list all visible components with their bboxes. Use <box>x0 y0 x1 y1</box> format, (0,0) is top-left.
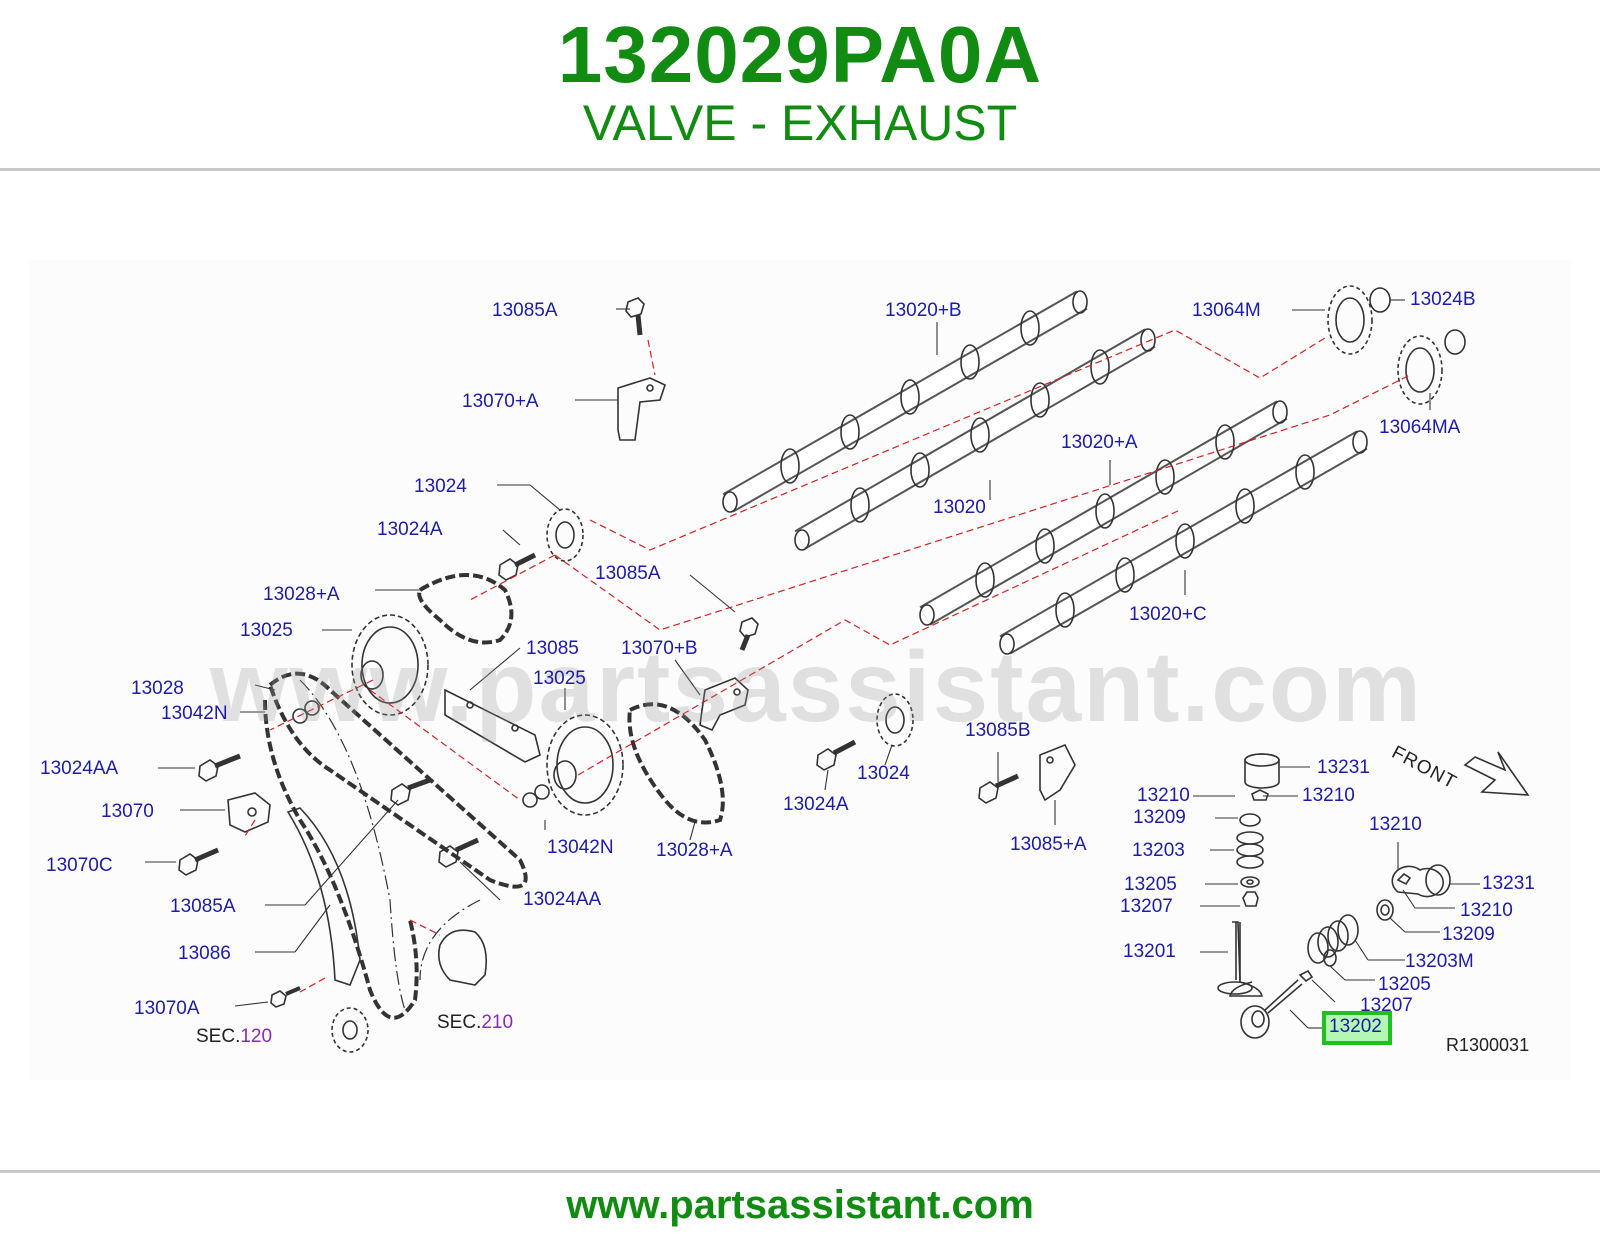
tensioner-sec210 <box>437 929 488 986</box>
camshaft-13020 <box>794 328 1156 551</box>
part-label-13020[interactable]: 13020 <box>933 497 986 518</box>
tensioner-13070-plus-a <box>617 377 666 441</box>
part-label-13201[interactable]: 13201 <box>1123 941 1176 962</box>
part-label-13070a-plus[interactable]: 13070+A <box>462 391 539 412</box>
section-ref-210[interactable]: SEC.210 <box>437 1012 514 1033</box>
part-label-13028[interactable]: 13028 <box>131 678 184 699</box>
part-label-13085[interactable]: 13085 <box>526 638 579 659</box>
sprocket-13024-top <box>546 508 584 562</box>
slack-guide-13085 <box>444 688 541 763</box>
section-ref-120[interactable]: SEC.120 <box>196 1026 273 1047</box>
part-label-13070b[interactable]: 13070+B <box>621 638 698 659</box>
chain-13028a-mid <box>627 702 725 825</box>
part-label-13205[interactable]: 13205 <box>1124 874 1177 895</box>
part-label-13024aa-mid[interactable]: 13024AA <box>523 889 602 910</box>
part-label-13231-b[interactable]: 13231 <box>1482 873 1535 894</box>
part-label-13042n-mid[interactable]: 13042N <box>547 837 614 858</box>
reference-lines <box>244 329 1411 993</box>
sprocket-sec120 <box>331 1007 369 1053</box>
part-label-13025-mid[interactable]: 13025 <box>533 668 586 689</box>
part-label-13209-b[interactable]: 13209 <box>1442 924 1495 945</box>
part-label-13086[interactable]: 13086 <box>178 943 231 964</box>
leader-lines <box>145 299 1480 1029</box>
part-label-13070c[interactable]: 13070C <box>46 855 113 876</box>
part-label-13020b[interactable]: 13020+B <box>885 300 962 321</box>
sprocket-13024-mid <box>876 693 914 747</box>
part-label-13209[interactable]: 13209 <box>1133 807 1186 828</box>
part-label-13210-b[interactable]: 13210 <box>1302 785 1355 806</box>
part-label-13085a[interactable]: 13085A <box>492 300 558 321</box>
front-arrow-icon <box>1463 751 1530 796</box>
part-label-13024[interactable]: 13024 <box>414 476 467 497</box>
part-label-13028a[interactable]: 13028+A <box>263 584 340 605</box>
part-label-13210-c[interactable]: 13210 <box>1369 814 1422 835</box>
part-label-13085a-mid[interactable]: 13085A <box>595 563 661 584</box>
sprocket-13025-left <box>351 614 429 716</box>
part-label-13020c[interactable]: 13020+C <box>1129 604 1207 625</box>
part-label-13064m[interactable]: 13064M <box>1192 300 1261 321</box>
camshaft-13020c <box>999 430 1368 655</box>
sprocket-13025-mid <box>546 714 624 816</box>
part-label-13203m[interactable]: 13203M <box>1405 951 1474 972</box>
page-header: 132029PA0A VALVE - EXHAUST <box>0 0 1600 170</box>
chain-guide-lines <box>299 679 481 1011</box>
part-label-13028a-mid[interactable]: 13028+A <box>656 840 733 861</box>
part-label-13020a-plus[interactable]: 13020+A <box>1061 432 1138 453</box>
part-label-13231[interactable]: 13231 <box>1317 757 1370 778</box>
part-label-13024b[interactable]: 13024B <box>1410 289 1476 310</box>
part-label-13042n[interactable]: 13042N <box>161 703 228 724</box>
highlighted-part-label[interactable]: 13202 <box>1329 1016 1382 1037</box>
chain-13028a-top <box>417 573 514 645</box>
camshaft-13020b <box>722 290 1088 513</box>
timing-chain-main <box>263 699 419 1020</box>
part-label-13024aa[interactable]: 13024AA <box>40 758 119 779</box>
camshaft-13020a <box>919 400 1288 626</box>
bracket-13085a-right <box>1039 743 1076 802</box>
tensioner-13070 <box>227 792 271 833</box>
part-label-13064ma[interactable]: 13064MA <box>1379 417 1461 438</box>
part-label-13085a-plus[interactable]: 13085+A <box>1010 834 1087 855</box>
part-label-13085b[interactable]: 13085B <box>965 720 1031 741</box>
part-label-13070[interactable]: 13070 <box>101 801 154 822</box>
part-label-13210-a[interactable]: 13210 <box>1137 785 1190 806</box>
part-label-13024a-mid[interactable]: 13024A <box>783 794 849 815</box>
sprocket-13064m <box>1327 285 1391 355</box>
part-label-13070a[interactable]: 13070A <box>134 998 200 1019</box>
diagram-reference-code: R1300031 <box>1446 1035 1530 1055</box>
highlighted-part-box[interactable] <box>1322 1011 1392 1045</box>
tensioner-13070-plus-b <box>699 677 749 732</box>
valve-assembly-intake <box>1217 753 1280 997</box>
part-label-13024-mid[interactable]: 13024 <box>857 763 910 784</box>
part-label-13205-b[interactable]: 13205 <box>1378 974 1431 995</box>
header-divider <box>0 168 1600 171</box>
part-label-13025[interactable]: 13025 <box>240 620 293 641</box>
part-label-13203[interactable]: 13203 <box>1132 840 1185 861</box>
part-label-13085a-low[interactable]: 13085A <box>170 896 236 917</box>
part-label-13024a[interactable]: 13024A <box>377 519 443 540</box>
chain-13028 <box>267 671 528 889</box>
part-number-title: 132029PA0A <box>557 10 1043 99</box>
bolts <box>178 297 1020 1008</box>
sprocket-13064ma <box>1397 329 1466 405</box>
chain-guide-13086 <box>286 807 361 986</box>
valve-assembly-exhaust <box>1240 864 1451 1039</box>
part-label-13210-d[interactable]: 13210 <box>1460 900 1513 921</box>
diagram-background <box>30 260 1570 1080</box>
part-label-13207-b[interactable]: 13207 <box>1360 995 1413 1016</box>
footer-website-link[interactable]: www.partsassistant.com <box>566 1183 1034 1227</box>
part-name-subtitle: VALVE - EXHAUST <box>582 95 1018 151</box>
part-label-13207[interactable]: 13207 <box>1120 896 1173 917</box>
footer-divider <box>0 1170 1600 1173</box>
